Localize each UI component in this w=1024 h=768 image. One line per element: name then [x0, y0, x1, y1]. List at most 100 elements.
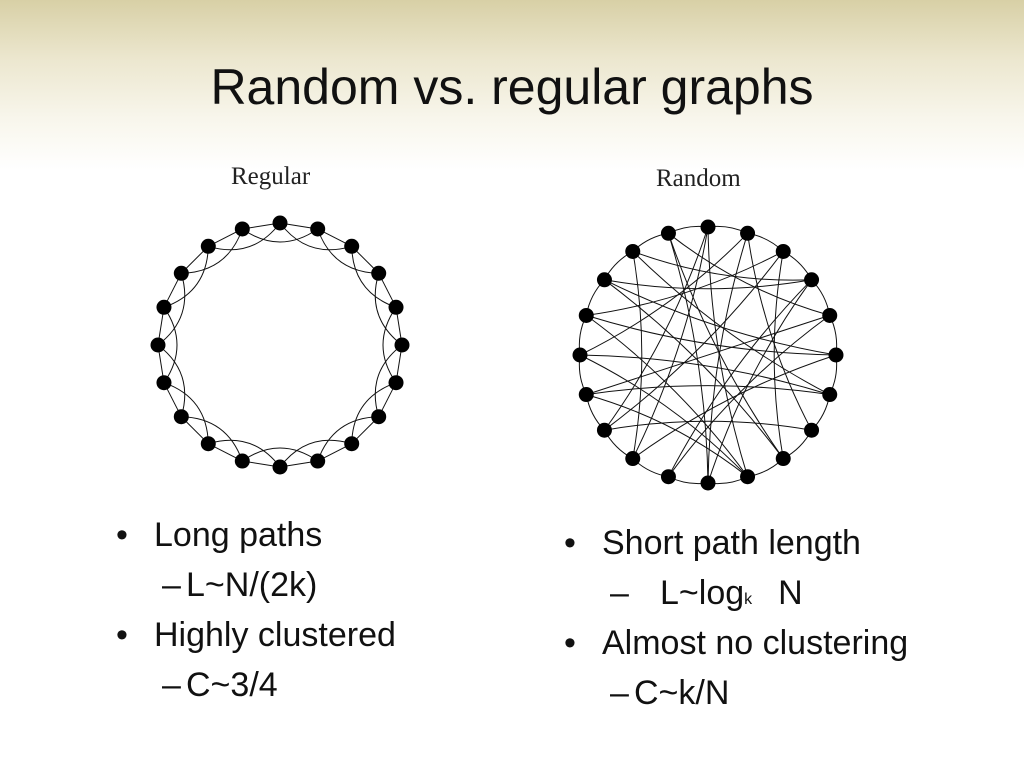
random-chord-edge — [707, 233, 749, 484]
random-chord-edge — [586, 385, 830, 396]
random-node — [828, 347, 844, 363]
regular-node — [310, 221, 326, 237]
random-chord-edge — [586, 314, 830, 396]
random-node — [822, 307, 838, 323]
random-chord-edge — [586, 314, 749, 477]
regular-edge-second — [163, 307, 178, 383]
regular-edge-second — [208, 222, 281, 251]
random-chord-edge — [667, 233, 784, 459]
random-chord-edge — [632, 251, 830, 396]
regular-edge-second — [351, 382, 397, 444]
random-node — [578, 387, 594, 403]
random-node — [625, 243, 641, 259]
regular-node — [272, 459, 288, 475]
regular-node — [272, 215, 288, 231]
bullet-highly-clustered: Highly clustered — [116, 618, 396, 668]
random-chord-edge — [707, 279, 813, 484]
regular-edge-second — [242, 228, 318, 243]
random-chord-edge — [604, 279, 784, 459]
regular-edge-second — [382, 307, 397, 383]
regular-node — [371, 265, 387, 281]
bullet-long-paths: Long paths — [116, 518, 396, 568]
regular-edge-second — [208, 439, 281, 468]
regular-ring-lattice — [150, 215, 410, 475]
random-chord-edge — [604, 420, 812, 431]
random-chord-edge — [586, 314, 837, 356]
random-node — [740, 469, 756, 485]
random-chord-edge — [668, 232, 830, 316]
random-chord-edge — [579, 354, 830, 396]
regular-node — [156, 375, 172, 391]
random-chord-edge — [604, 251, 784, 431]
random-chord-edge — [603, 226, 709, 431]
random-chord-edge — [707, 226, 749, 477]
random-node — [596, 422, 612, 438]
random-node — [804, 422, 820, 438]
regular-node — [371, 409, 387, 425]
sub-bullet-kn-formula: C~k/N — [564, 676, 908, 726]
random-node — [660, 469, 676, 485]
random-node — [740, 225, 756, 241]
header-band — [0, 0, 1024, 170]
random-node — [700, 475, 716, 491]
regular-edge-second — [163, 382, 209, 444]
sub-bullet-path-formula: L~N/(2k) — [116, 568, 396, 618]
regular-node — [234, 453, 250, 469]
regular-edge-second — [157, 273, 186, 346]
random-chord-edge — [579, 354, 748, 478]
regular-edge-second — [374, 273, 403, 346]
regular-node — [388, 375, 404, 391]
regular-node — [394, 337, 410, 353]
regular-edge-second — [279, 222, 352, 251]
random-graph-label: Random — [656, 165, 741, 192]
random-node — [572, 347, 588, 363]
random-chord-edge — [667, 233, 709, 484]
regular-node — [200, 238, 216, 254]
random-node — [578, 307, 594, 323]
bullet-almost-no-clustering: Almost no clustering — [564, 626, 908, 676]
regular-node — [344, 436, 360, 452]
regular-node — [173, 265, 189, 281]
regular-node — [200, 436, 216, 452]
regular-properties-list: Long paths L~N/(2k) Highly clustered C~3… — [116, 518, 396, 718]
regular-graph-label: Regular — [231, 163, 311, 190]
random-node — [700, 219, 716, 235]
regular-node — [388, 299, 404, 315]
regular-node — [234, 221, 250, 237]
regular-node — [344, 238, 360, 254]
regular-node — [310, 453, 326, 469]
regular-edge-second — [181, 228, 243, 274]
regular-edge-second — [374, 344, 403, 417]
random-node — [660, 225, 676, 241]
slide-title: Random vs. regular graphs — [210, 59, 814, 115]
random-chord-edge — [632, 354, 837, 460]
regular-node — [173, 409, 189, 425]
random-chord-edge — [586, 250, 784, 316]
random-node — [596, 272, 612, 288]
random-chord-edge — [632, 251, 643, 459]
regular-edge-second — [181, 416, 243, 462]
random-node — [804, 272, 820, 288]
random-chord-edge — [667, 314, 830, 477]
regular-edge-second — [279, 439, 352, 468]
random-chord-edge — [579, 232, 748, 356]
bullet-short-path-length: Short path length — [564, 526, 908, 576]
regular-node — [150, 337, 166, 353]
random-node — [775, 243, 791, 259]
sub-bullet-clustering-formula: C~3/4 — [116, 668, 396, 718]
regular-edge-second — [317, 416, 379, 462]
random-graph — [572, 219, 844, 491]
random-node — [822, 387, 838, 403]
random-chord-edge — [604, 279, 812, 290]
regular-edge-second — [163, 246, 209, 308]
regular-edge-second — [351, 246, 397, 308]
regular-edge-second — [317, 228, 379, 274]
random-chord-edge — [586, 394, 748, 478]
regular-node — [156, 299, 172, 315]
regular-edge-second — [157, 344, 186, 417]
random-chord-edge — [773, 251, 784, 459]
random-chord-edge — [632, 250, 812, 281]
